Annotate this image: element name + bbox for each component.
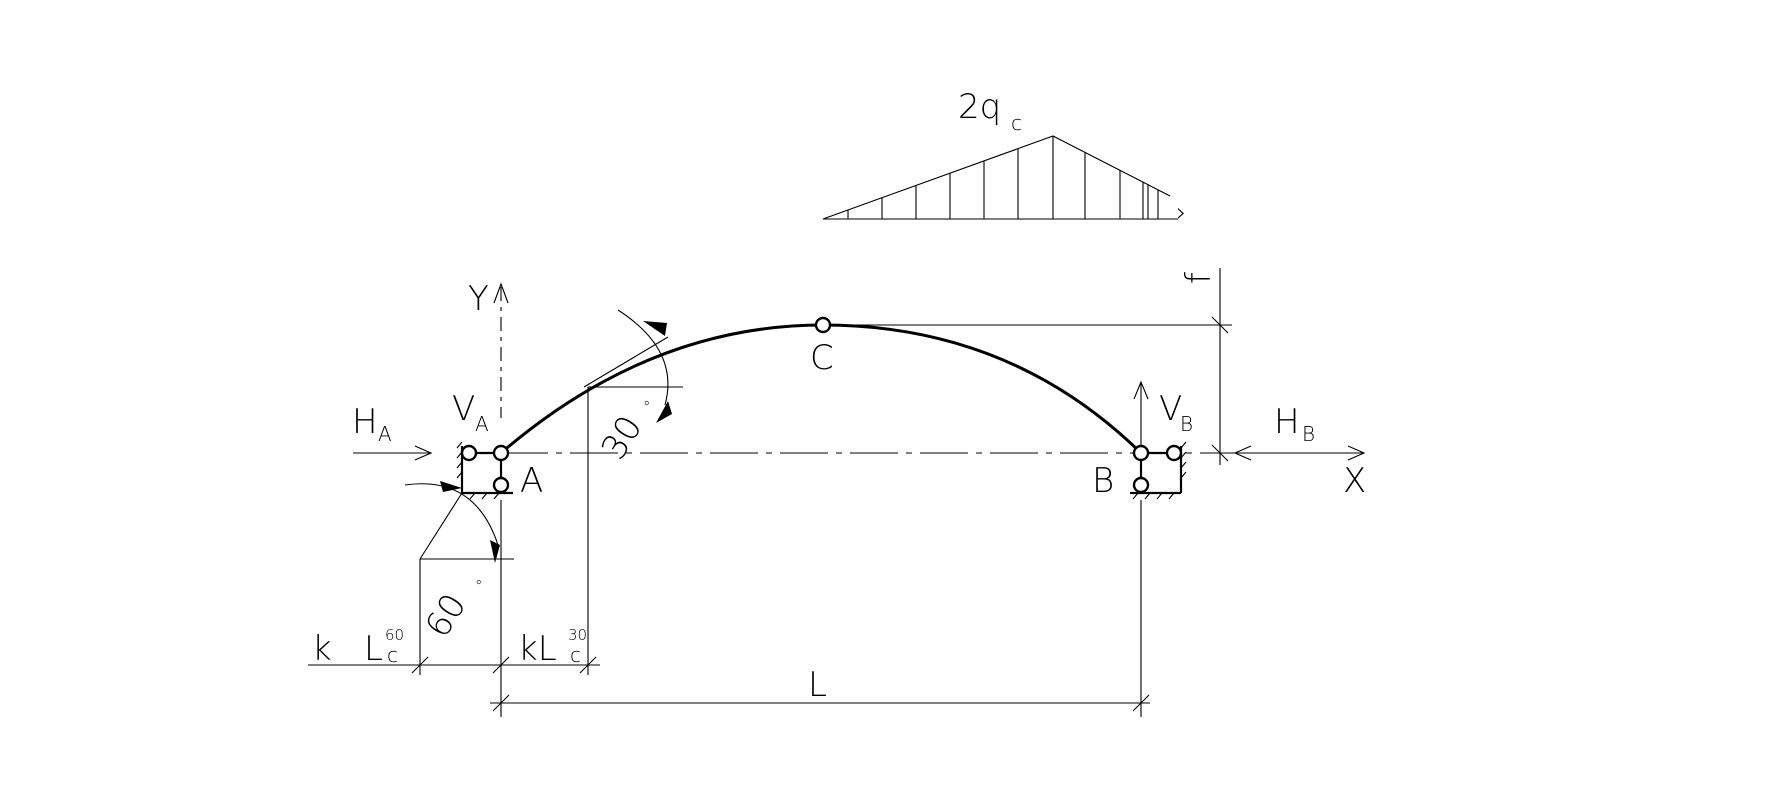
reaction-ha-label: H bbox=[352, 402, 378, 442]
load-2q-label: 2q bbox=[958, 87, 1001, 127]
angle-30-construction bbox=[583, 309, 683, 675]
angle-60-degree: ° bbox=[475, 577, 483, 595]
load-end-mark: › bbox=[1176, 198, 1186, 228]
reaction-ha-subscript: A bbox=[378, 422, 392, 446]
load-outline bbox=[822, 135, 1171, 220]
reaction-va-label: V bbox=[452, 389, 475, 429]
kl30-subscript: c bbox=[570, 643, 581, 667]
reaction-va-subscript: A bbox=[475, 412, 489, 436]
reaction-vb-label: V bbox=[1159, 389, 1182, 429]
l60-label: L bbox=[364, 629, 383, 669]
angle-60-label: 60 bbox=[418, 587, 475, 645]
load-ordinates bbox=[847, 136, 1159, 219]
angle-60-construction bbox=[404, 481, 514, 675]
point-b-label: B bbox=[1092, 461, 1114, 501]
dimension-lines bbox=[308, 500, 1150, 717]
triangular-load-diagram: › 2q c bbox=[822, 87, 1186, 228]
l60-superscript: 60 bbox=[385, 626, 404, 644]
kl30-label: kL bbox=[518, 629, 557, 669]
span-l-label: L bbox=[808, 665, 827, 705]
crown-hinge-c bbox=[814, 316, 832, 334]
reaction-ha-arrowhead bbox=[414, 445, 433, 461]
point-c-label: C bbox=[810, 338, 834, 378]
reaction-vb-arrowhead bbox=[1133, 380, 1149, 400]
x-axis-label: X bbox=[1343, 461, 1366, 501]
reaction-hb-subscript: B bbox=[1302, 422, 1315, 446]
y-axis-arrowhead bbox=[493, 282, 509, 304]
rise-f-label: f bbox=[1179, 272, 1219, 284]
k-left-label: k bbox=[312, 629, 332, 669]
angle-30-degree: ° bbox=[643, 398, 651, 416]
reaction-vb-subscript: B bbox=[1180, 412, 1193, 436]
load-2q-subscript: c bbox=[1011, 111, 1022, 135]
kl30-superscript: 30 bbox=[568, 626, 587, 644]
l60-subscript: c bbox=[387, 643, 398, 667]
support-b bbox=[1130, 441, 1187, 500]
point-a-label: A bbox=[520, 461, 543, 501]
reaction-hb-arrowhead bbox=[1233, 445, 1252, 461]
angle-30-label: 30 bbox=[594, 409, 651, 467]
rise-dimension bbox=[830, 268, 1232, 465]
reaction-hb-label: H bbox=[1274, 402, 1300, 442]
x-axis-arrowhead bbox=[1347, 445, 1366, 461]
support-a bbox=[456, 441, 513, 500]
y-axis-label: Y bbox=[468, 279, 489, 319]
